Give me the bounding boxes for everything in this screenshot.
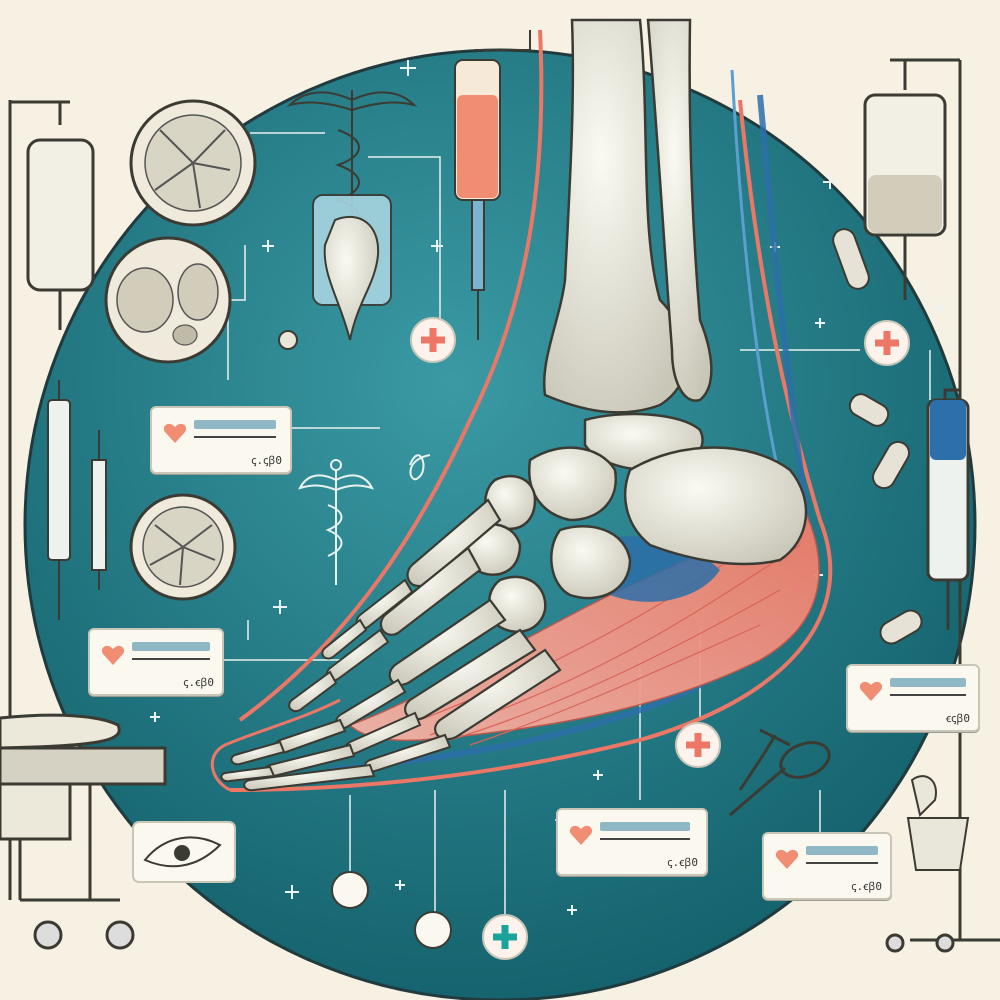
label-bar [132,642,210,651]
label-line [890,694,966,696]
calf-outline-back [229,99,833,792]
fibula-bone [646,18,713,402]
label-card-right: ꞓꞔꞵ0 [846,664,980,732]
eye-icon-card [132,821,236,883]
syringe-icon [47,380,107,620]
label-card-bottom-center: ꞔ.ꞓꞵ0 [556,808,708,876]
heart-logo-icon [101,645,125,665]
navicular-bone [527,446,618,522]
foot-outline [210,698,341,792]
squiggle-mark [409,454,431,481]
cuboid-bone [550,525,632,600]
specimen-bone [323,215,380,341]
label-text: ꞓꞔꞵ0 [945,712,970,725]
label-bar [806,846,878,855]
heart-logo-icon [859,681,883,701]
pill-icon [832,228,923,645]
medical-cross-icon [410,317,456,363]
metatarsal-bones [379,498,562,741]
label-bar [194,420,276,429]
cell-slice-bottom [129,493,237,601]
label-text: ꞔ.ꞓꞵ0 [851,880,882,893]
phalanx-bones [220,578,452,792]
calcaneus-bone [623,446,808,566]
label-card-mid-left: ꞔ.ꞓꞵ0 [88,628,224,696]
label-line [600,838,690,840]
label-line [194,436,276,438]
iv-stand-left [8,100,95,900]
label-line [806,862,878,864]
tibia-bone [542,18,688,414]
label-text: ꞔ.ꞓꞵ0 [183,676,214,689]
medical-cross-icon [482,914,528,960]
heart-logo-icon [569,825,593,845]
caduceus-icon-small [298,459,374,585]
hospital-bed-icon [0,713,167,950]
calf-outline-front [238,29,544,722]
label-bar [600,822,690,831]
label-bar [890,678,966,687]
label-text: ꞔ.ꞔꞵ0 [251,454,282,467]
scissors-icon [729,728,831,817]
label-card-bottom-right: ꞔ.ꞓꞵ0 [762,832,892,900]
label-line [132,658,210,660]
medical-cup-icon [906,775,970,871]
heart-logo-icon [163,423,187,443]
cell-slice-middle [104,236,232,364]
label-card-top-left: ꞔ.ꞔꞵ0 [150,406,292,474]
medical-cross-icon [864,320,910,366]
label-text: ꞔ.ꞓꞵ0 [667,856,698,869]
iv-stand-right [863,58,1000,953]
small-button-icon [278,330,452,949]
medical-cross-icon [675,722,721,768]
cell-slice-top [129,99,257,227]
heart-logo-icon [775,849,799,869]
iv-bag-icon [454,30,531,340]
